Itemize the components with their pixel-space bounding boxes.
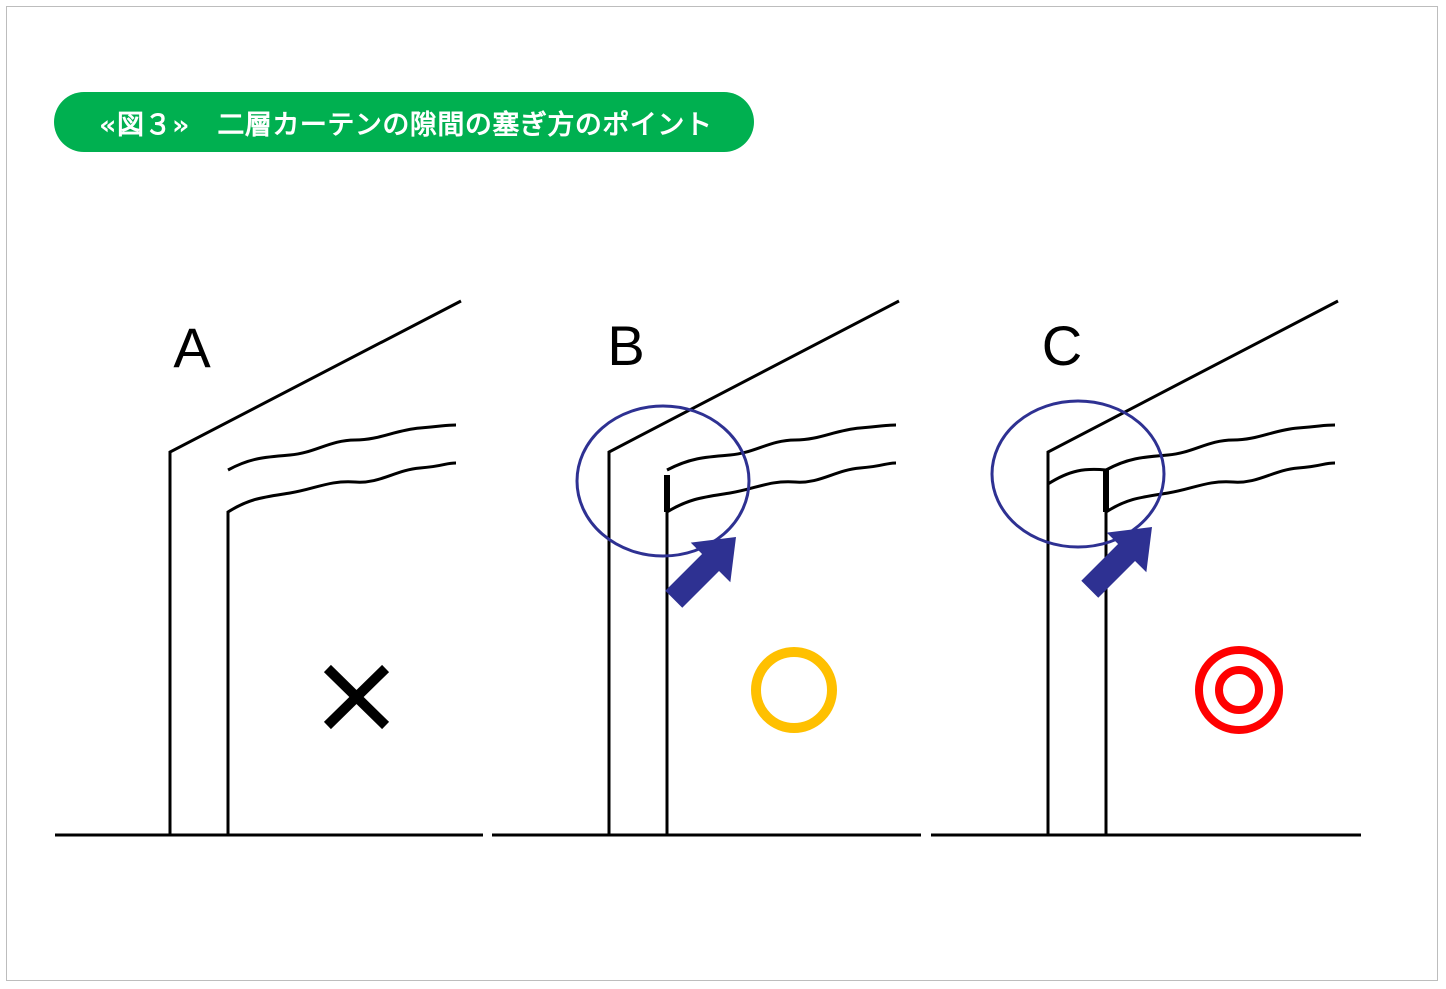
- figure-title: «図３» 二層カーテンの隙間の塞ぎ方のポイント: [99, 109, 713, 141]
- circle-mark-icon: [751, 647, 837, 733]
- curtain-outer-wave: [227, 423, 457, 472]
- highlight-circle-b: [575, 404, 751, 558]
- panel-label-a: A: [173, 316, 211, 379]
- curtain-inner: [1104, 461, 1336, 835]
- curtain-outer-wave: [1047, 423, 1336, 486]
- panel-label-b: B: [607, 314, 644, 377]
- panel-b: [492, 299, 921, 837]
- arrow-icon: [1081, 527, 1152, 598]
- window-frame-outer: [1046, 299, 1339, 835]
- highlight-circle-c: [990, 399, 1166, 549]
- window-frame-outer: [168, 299, 462, 835]
- curtain-inner: [226, 461, 457, 835]
- title-banner: «図３» 二層カーテンの隙間の塞ぎ方のポイント: [54, 92, 754, 152]
- panel-c: [931, 299, 1361, 837]
- double-circle-mark-icon: [1195, 646, 1283, 734]
- cross-mark-icon: [323, 664, 390, 730]
- panel-a: [55, 299, 483, 837]
- curtain-outer-wave: [666, 423, 897, 472]
- arrow-icon: [665, 537, 736, 608]
- panel-label-c: C: [1042, 314, 1082, 377]
- window-frame-outer: [607, 299, 900, 835]
- curtain-inner: [665, 461, 897, 835]
